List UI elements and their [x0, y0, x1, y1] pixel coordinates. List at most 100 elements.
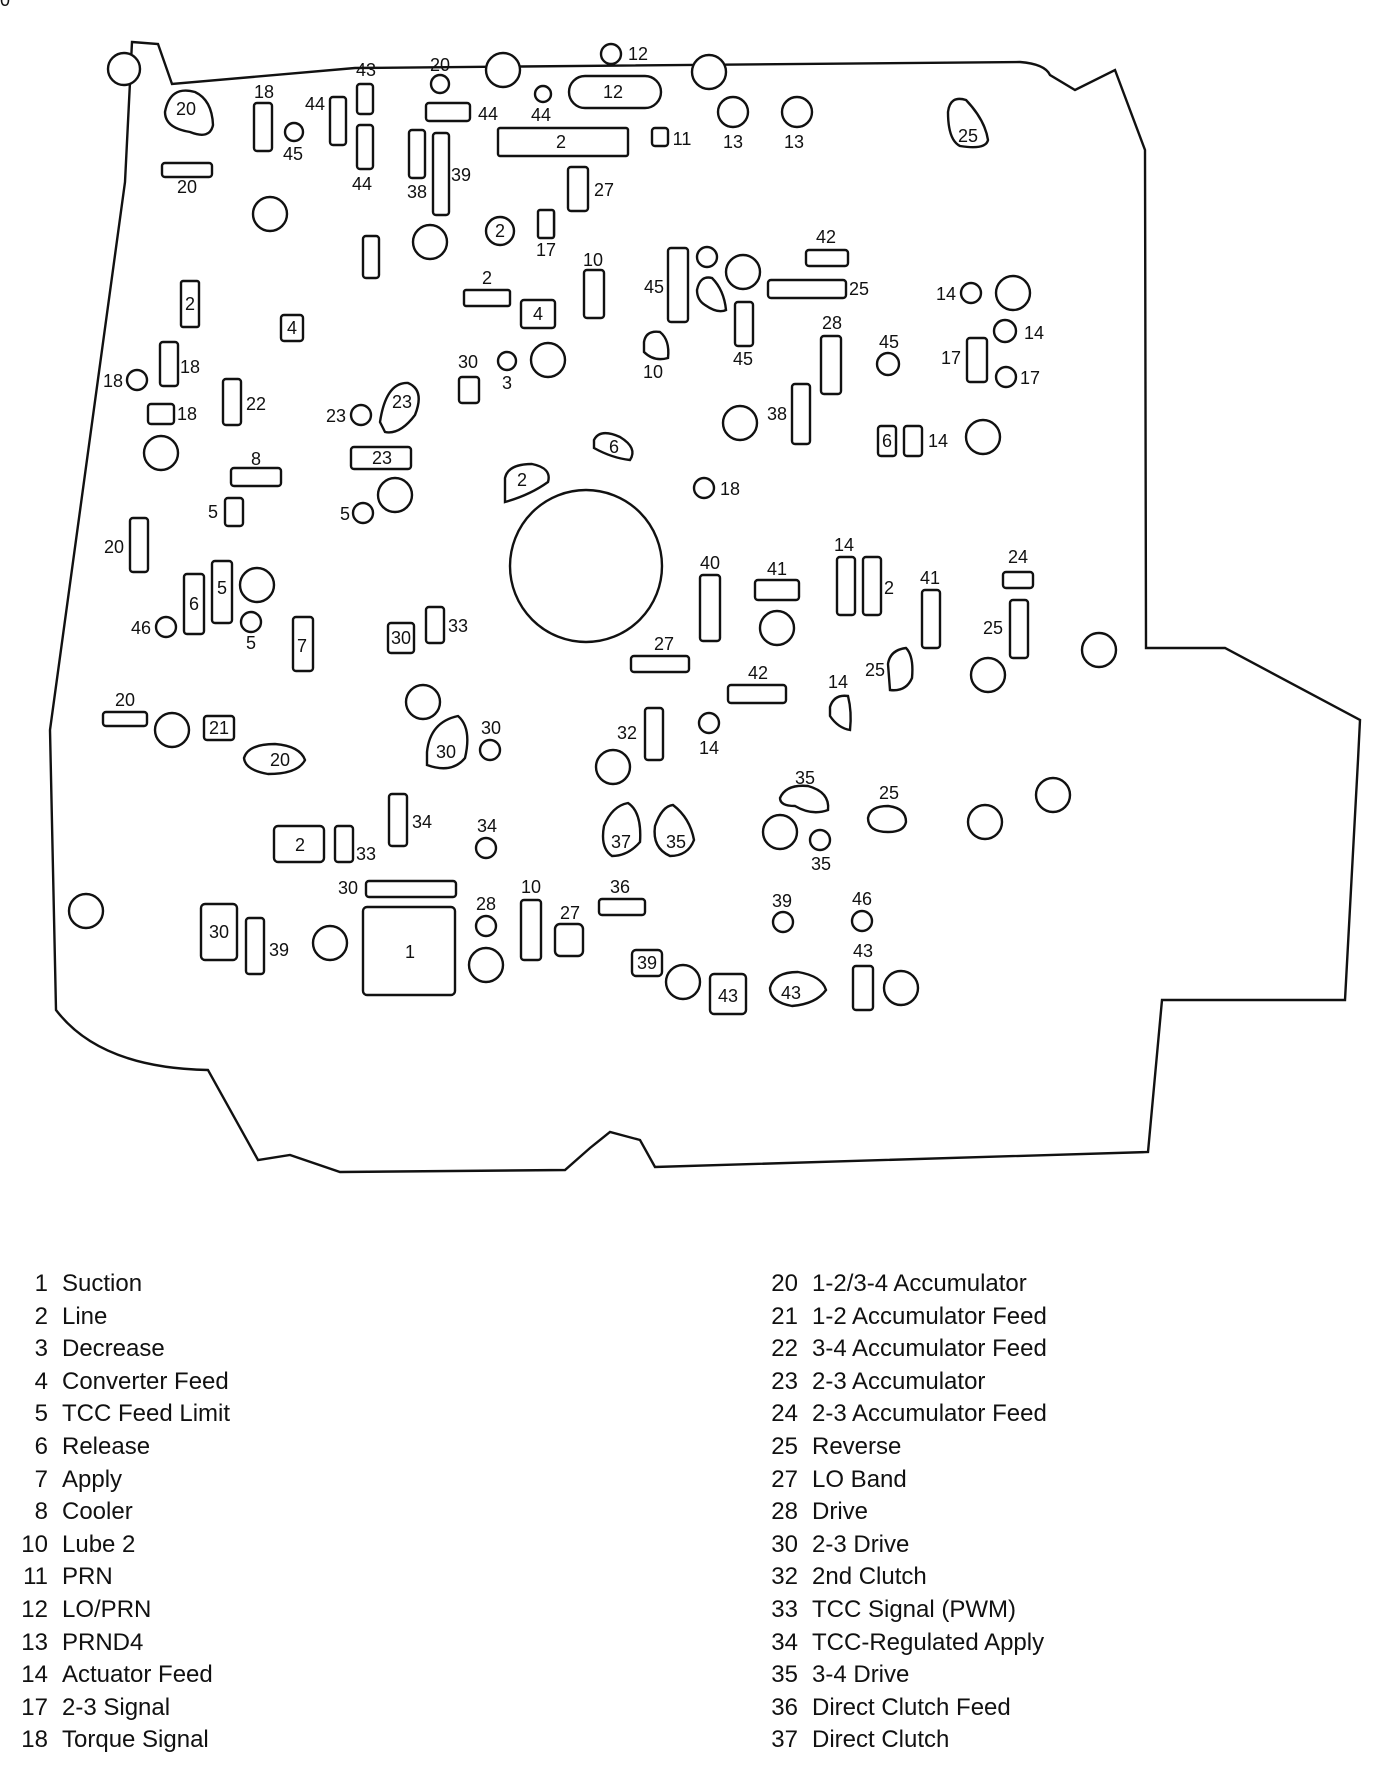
- port-number-label: 30: [481, 718, 501, 738]
- port-circle: [966, 803, 1004, 841]
- port-number-label: 11: [673, 129, 692, 149]
- port-rect: [753, 578, 801, 602]
- port-blob: [163, 89, 215, 136]
- port-circle: [969, 656, 1007, 694]
- port-number-label: 5: [340, 504, 350, 524]
- port-number-label: 7: [297, 636, 307, 656]
- legend-text: Direct Clutch Feed: [812, 1693, 1011, 1721]
- port-rect: [349, 445, 413, 471]
- port-circle: [724, 253, 762, 291]
- legend-number: 27: [771, 1465, 798, 1493]
- port-circle: [404, 683, 442, 721]
- port-circle: [695, 245, 719, 269]
- port-number-label: 45: [644, 277, 664, 297]
- port-number-label: 39: [772, 891, 792, 911]
- port-number-label: 27: [594, 180, 614, 200]
- port-circle: [311, 924, 349, 962]
- port-rect: [597, 897, 647, 917]
- port-number-label: 2: [482, 268, 492, 288]
- port-circle: [599, 42, 623, 66]
- port-rect: [643, 706, 665, 762]
- port-rect: [160, 161, 214, 179]
- port-number-label: 17: [1020, 368, 1040, 388]
- legend-number: 36: [771, 1693, 798, 1721]
- port-circle: [808, 828, 832, 852]
- port-number-label: 40: [700, 553, 720, 573]
- port-number-label: 5: [208, 502, 218, 522]
- port-circle: [780, 95, 814, 129]
- port-rect: [708, 972, 748, 1016]
- port-circle: [529, 341, 567, 379]
- port-number-label: 38: [407, 182, 427, 202]
- port-blob: [946, 97, 990, 149]
- port-number-label: 2: [495, 221, 505, 241]
- port-circle: [959, 281, 983, 305]
- port-circle: [239, 610, 263, 634]
- port-rect: [229, 466, 283, 488]
- port-number-label: 32: [617, 723, 637, 743]
- legend-text: 1-2/3-4 Accumulator: [812, 1270, 1027, 1297]
- port-number-label: 33: [356, 844, 376, 864]
- port-circle: [251, 195, 289, 233]
- port-circle: [1034, 776, 1072, 814]
- port-number-label: 46: [852, 889, 872, 909]
- port-number-label: 12: [628, 44, 648, 64]
- port-rect: [279, 313, 305, 343]
- port-blob: [778, 784, 830, 814]
- port-rect: [355, 123, 375, 171]
- port-number-label: 27: [560, 903, 580, 923]
- legend-number: 35: [771, 1661, 798, 1689]
- port-circle: [496, 350, 518, 372]
- legend-number: 25: [771, 1432, 798, 1460]
- port-number-label: 25: [983, 618, 1003, 638]
- port-number-label: 20: [104, 537, 124, 557]
- port-number-label: 14: [828, 672, 848, 692]
- legend-text: 2-3 Accumulator Feed: [812, 1400, 1047, 1428]
- port-number-label: 25: [958, 126, 978, 146]
- port-rect: [202, 714, 236, 742]
- port-rect: [650, 126, 670, 148]
- legend-text: Decrease: [62, 1335, 165, 1363]
- port-number-label: 37: [611, 832, 631, 852]
- port-rect: [902, 424, 924, 458]
- port-circle: [716, 95, 750, 129]
- port-number-label: 2: [185, 294, 195, 314]
- legend-number: 1: [34, 1270, 48, 1297]
- port-rect: [582, 268, 606, 320]
- port-rect: [179, 279, 201, 329]
- port-number-label: 14: [699, 738, 719, 758]
- port-blob: [378, 381, 420, 434]
- port-circle: [467, 946, 505, 984]
- port-rect: [431, 131, 451, 217]
- port-number-label: 21: [209, 718, 229, 738]
- port-blob: [242, 742, 307, 776]
- port-number-label: 6: [882, 431, 892, 451]
- legend-text: Reverse: [812, 1432, 902, 1460]
- port-circle: [474, 914, 498, 938]
- legend-number: 34: [771, 1628, 798, 1656]
- port-rect: [424, 101, 472, 123]
- port-number-label: 22: [246, 394, 266, 414]
- legend-number: 20: [771, 1270, 798, 1297]
- port-number-label: 14: [936, 284, 956, 304]
- port-number-label: 30: [338, 878, 358, 898]
- port-rect: [819, 334, 843, 396]
- port-circle: [484, 215, 516, 247]
- port-number-label: 39: [451, 165, 471, 185]
- port-number-label: 12: [603, 82, 623, 102]
- port-rect: [733, 300, 755, 348]
- port-number-label: 30: [391, 628, 411, 648]
- legend-text: Release: [62, 1432, 151, 1460]
- port-circle: [429, 73, 451, 95]
- port-number-label: 44: [352, 174, 372, 194]
- port-rect: [630, 948, 664, 978]
